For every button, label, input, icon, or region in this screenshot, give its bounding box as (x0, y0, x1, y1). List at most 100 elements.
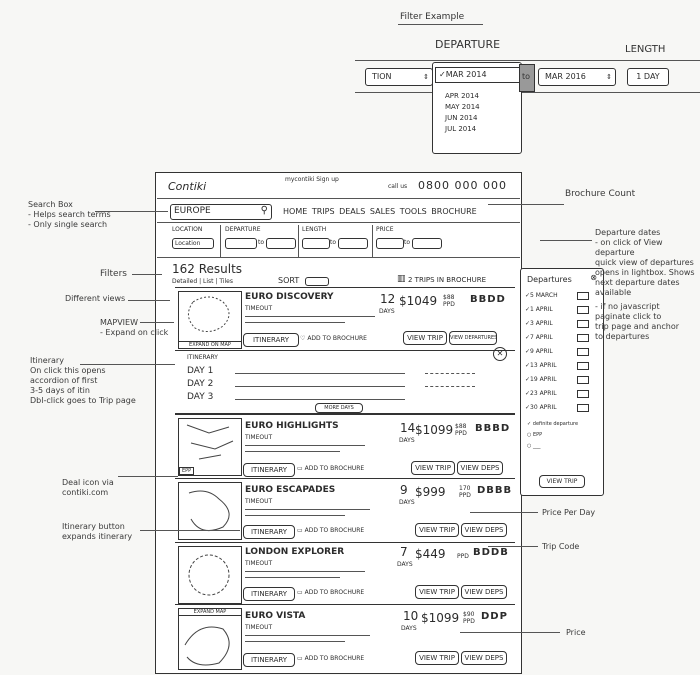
departure-checkbox[interactable] (577, 375, 589, 384)
departure-date-row[interactable]: ✓23 APRIL (525, 387, 599, 401)
nav-brochure[interactable]: BROCHURE (431, 207, 477, 216)
dropdown-option[interactable]: JUL 2014 (445, 125, 477, 133)
length-to-select[interactable] (338, 238, 368, 249)
dropdown-option[interactable]: JUN 2014 (445, 114, 478, 122)
close-icon[interactable]: ✕ (493, 347, 507, 361)
close-icon[interactable]: ⊗ (590, 273, 597, 282)
location-select[interactable]: Location (172, 238, 214, 249)
itinerary-day[interactable]: DAY 3 (187, 392, 214, 402)
trip-title[interactable]: EURO VISTA (245, 611, 306, 621)
trip-price-per-day: 170 PPD (459, 485, 471, 499)
departure-checkbox[interactable] (577, 305, 589, 314)
departure-checkbox[interactable] (577, 347, 589, 356)
add-to-brochure-link[interactable]: ▭ ADD TO BROCHURE (297, 589, 365, 596)
view-departures-button[interactable]: VIEW DEPARTURES (449, 331, 497, 345)
trip-card: EURO ESCAPADES TIMEOUT 9 DAYS $999 170 P… (175, 478, 515, 541)
trip-tag: TIMEOUT (245, 560, 273, 567)
brochure-count[interactable]: 2 TRIPS IN BROCHURE (408, 276, 487, 284)
header-account-links[interactable]: mycontiki Sign up (285, 176, 339, 183)
search-box[interactable]: EUROPE ⚲ (170, 204, 272, 220)
dropdown-option[interactable]: MAY 2014 (445, 103, 480, 111)
deal-icon: EPP (179, 467, 195, 475)
view-trip-button[interactable]: VIEW TRIP (415, 651, 459, 665)
trip-map[interactable] (178, 482, 242, 540)
trip-map[interactable]: EPP (178, 418, 242, 476)
filter-length-select[interactable]: 1 DAY (627, 68, 669, 86)
search-input[interactable]: EUROPE (174, 206, 211, 216)
view-departures-button[interactable]: VIEW DEPS (461, 651, 507, 665)
itinerary-button[interactable]: ITINERARY (243, 333, 299, 347)
filter-end-month-select[interactable]: MAR 2016 ⇕ (538, 68, 616, 86)
dropdown-selected-month[interactable]: ✓MAR 2014 (435, 67, 520, 83)
trip-title[interactable]: EURO HIGHLIGHTS (245, 421, 339, 431)
trip-card: EPP EURO HIGHLIGHTS TIMEOUT 14 DAYS $109… (175, 414, 515, 477)
sort-select[interactable] (305, 277, 329, 286)
departure-from-select[interactable] (225, 238, 257, 249)
departure-checkbox[interactable] (577, 291, 589, 300)
departure-date-row[interactable]: ✓5 MARCH (525, 289, 599, 303)
filter-month-dropdown[interactable]: ✓MAR 2014 APR 2014 MAY 2014 JUN 2014 JUL… (432, 62, 522, 154)
departure-date-row[interactable]: ✓3 APRIL (525, 317, 599, 331)
trip-card: EXPAND ON MAP EURO DISCOVERY TIMEOUT 12 … (175, 287, 515, 350)
nav-deals[interactable]: DEALS (339, 207, 366, 216)
trip-title[interactable]: LONDON EXPLORER (245, 547, 345, 557)
itinerary-button[interactable]: ITINERARY (243, 653, 295, 667)
annotation-views: Different views (65, 294, 126, 303)
view-departures-button[interactable]: VIEW DEPS (457, 461, 503, 475)
nav-tools[interactable]: TOOLS (399, 207, 427, 216)
departure-checkbox[interactable] (577, 389, 589, 398)
itinerary-day[interactable]: DAY 2 (187, 379, 214, 389)
add-to-brochure-link[interactable]: ♡ ADD TO BROCHURE (300, 335, 367, 342)
add-to-brochure-link[interactable]: ▭ ADD TO BROCHURE (297, 527, 365, 534)
departure-date-row[interactable]: ✓19 APRIL (525, 373, 599, 387)
itinerary-button[interactable]: ITINERARY (243, 525, 295, 539)
price-from-select[interactable] (376, 238, 404, 249)
dropdown-toggle[interactable] (519, 64, 535, 92)
view-departures-button[interactable]: VIEW DEPS (461, 523, 507, 537)
view-departures-button[interactable]: VIEW DEPS (461, 585, 507, 599)
departure-date-row[interactable]: ✓1 APRIL (525, 303, 599, 317)
view-trip-button[interactable]: VIEW TRIP (403, 331, 447, 345)
view-trip-button[interactable]: VIEW TRIP (415, 585, 459, 599)
price-to-select[interactable] (412, 238, 442, 249)
departure-date-row[interactable]: ✓7 APRIL (525, 331, 599, 345)
departure-checkbox[interactable] (577, 403, 589, 412)
departures-legend: ✓ definite departure ○ EPP ○ ___ (527, 421, 579, 449)
departure-date-row[interactable]: ✓13 APRIL (525, 359, 599, 373)
trip-map[interactable] (178, 546, 242, 604)
filter-from-select-left[interactable]: TION ⇕ (365, 68, 433, 86)
more-days-button[interactable]: MORE DAYS (315, 403, 363, 413)
trip-map[interactable]: EXPAND MAP (178, 608, 242, 670)
itinerary-button[interactable]: ITINERARY (243, 463, 295, 477)
departure-checkbox[interactable] (577, 333, 589, 342)
trip-title[interactable]: EURO ESCAPADES (245, 485, 336, 495)
annotation-trip-code: Trip Code (542, 542, 580, 551)
length-from-select[interactable] (302, 238, 330, 249)
dropdown-option[interactable]: APR 2014 (445, 92, 479, 100)
departure-date-row[interactable]: ✓30 APRIL (525, 401, 599, 415)
annotation-itinerary-button: Itinerary button expands itinerary (62, 522, 133, 541)
nav-trips[interactable]: TRIPS (311, 207, 335, 216)
view-trip-button[interactable]: VIEW TRIP (539, 475, 585, 488)
itinerary-day[interactable]: DAY 1 (187, 366, 214, 376)
departure-to-select[interactable] (266, 238, 296, 249)
departure-checkbox[interactable] (577, 319, 589, 328)
departure-checkbox[interactable] (577, 361, 589, 370)
sort-label: SORT (278, 276, 300, 285)
expand-map-label[interactable]: EXPAND ON MAP (179, 341, 241, 348)
departure-date-row[interactable]: ✓9 APRIL (525, 345, 599, 359)
itinerary-button[interactable]: ITINERARY (243, 587, 295, 601)
trip-map[interactable]: EXPAND ON MAP (178, 291, 242, 349)
nav-home[interactable]: HOME (283, 207, 308, 216)
search-icon[interactable]: ⚲ (260, 205, 268, 216)
nav-sales[interactable]: SALES (369, 207, 396, 216)
map-sketch (186, 424, 234, 460)
contiki-logo[interactable]: Contiki (168, 180, 207, 193)
trip-title[interactable]: EURO DISCOVERY (245, 292, 334, 302)
view-toggle[interactable]: Detailed | List | Tiles (172, 278, 233, 285)
expand-map-label[interactable]: EXPAND MAP (179, 609, 241, 616)
view-trip-button[interactable]: VIEW TRIP (411, 461, 455, 475)
add-to-brochure-link[interactable]: ▭ ADD TO BROCHURE (297, 655, 365, 662)
view-trip-button[interactable]: VIEW TRIP (415, 523, 459, 537)
add-to-brochure-link[interactable]: ▭ ADD TO BROCHURE (297, 465, 365, 472)
